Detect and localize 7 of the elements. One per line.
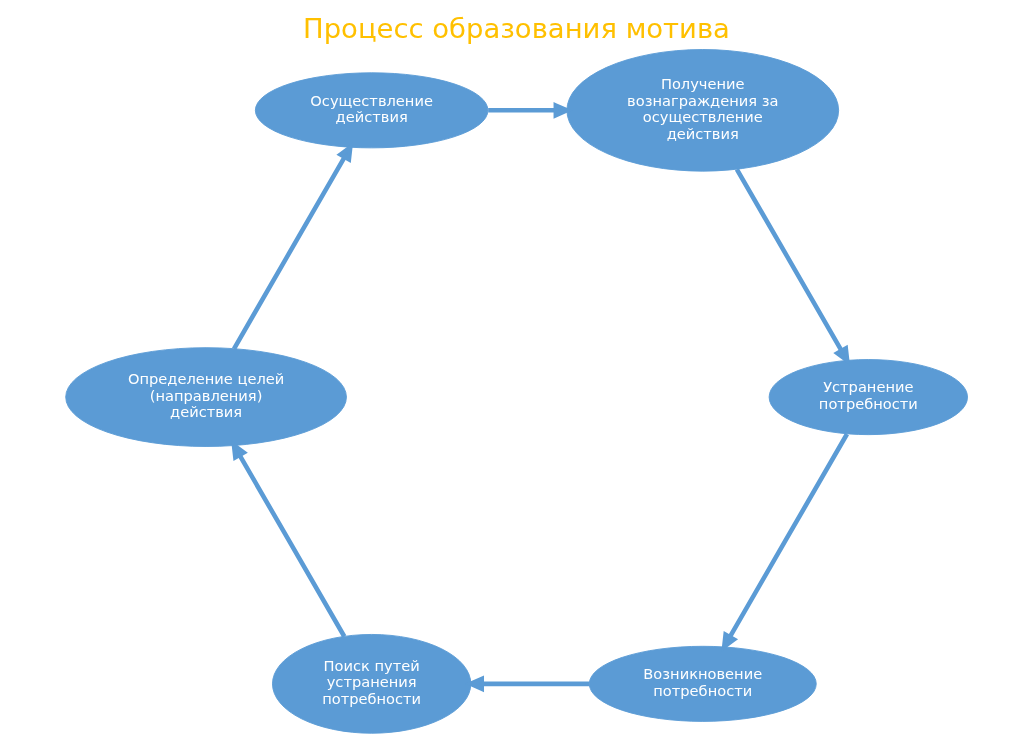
node-ellipse: Поиск путей устранения потребности xyxy=(272,634,472,734)
diagram-title: Процесс образования мотива xyxy=(303,12,730,44)
node-ellipse: Осуществление действия xyxy=(254,72,489,149)
node-ellipse: Определение целей (направления) действия xyxy=(65,347,347,447)
node-ellipse: Возникновение потребности xyxy=(588,645,817,722)
node-ellipse: Получение вознаграждения за осуществление действия xyxy=(566,49,840,172)
node-ellipse: Устранение потребности xyxy=(768,359,968,436)
